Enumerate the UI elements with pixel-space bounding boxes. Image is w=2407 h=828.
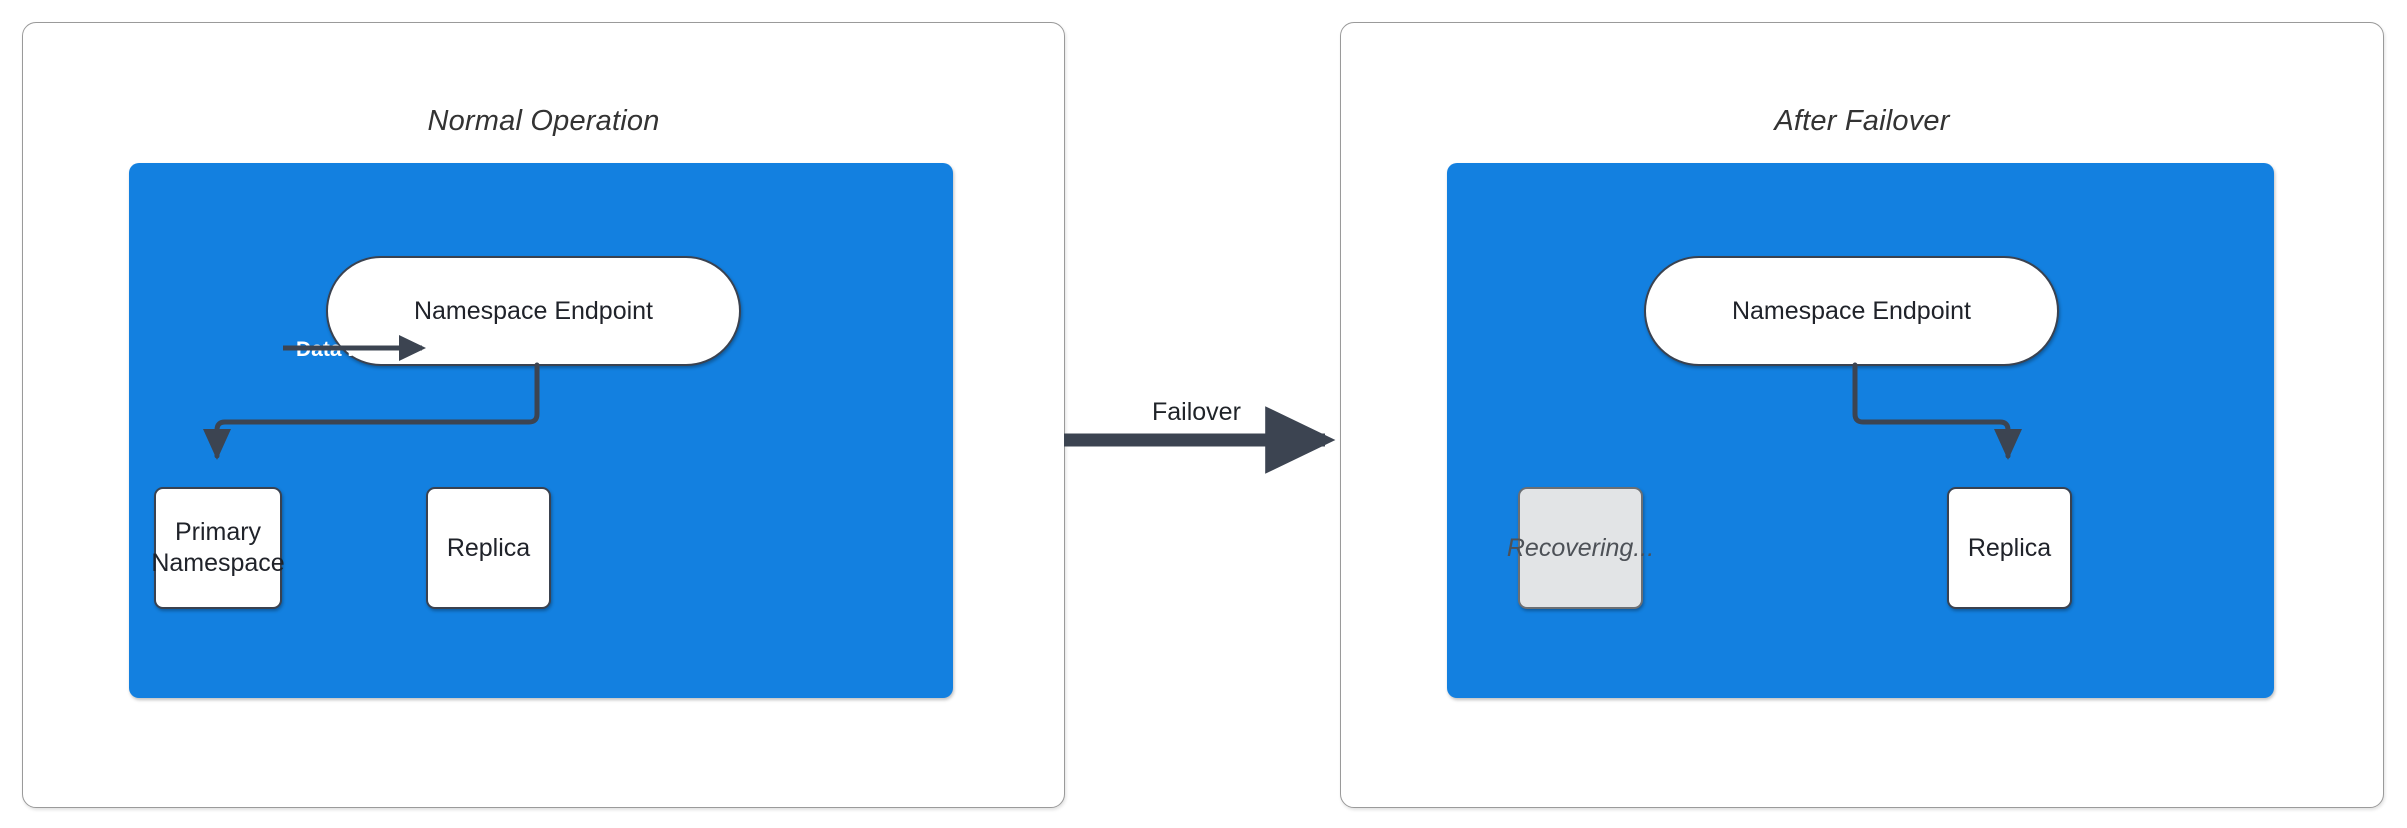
panel-normal-operation: Normal Operation Namespace Endpoint Prim…	[22, 22, 1065, 808]
edge-label-data-replication: Data Replication	[296, 338, 461, 361]
node-recovering[interactable]: Recovering...	[1507, 487, 1654, 609]
node-label: Replica	[1967, 533, 2052, 562]
blue-container-left	[129, 163, 953, 698]
node-namespace-endpoint-right[interactable]: Namespace Endpoint	[1644, 256, 2059, 366]
panel-title-normal-operation: Normal Operation	[427, 105, 660, 137]
panel-after-failover: After Failover Namespace Endpoint Recove…	[1340, 22, 2384, 808]
node-primary-namespace[interactable]: Primary Namespace	[151, 487, 285, 609]
node-label: Namespace Endpoint	[1731, 296, 1972, 325]
failover-label: Failover	[1152, 398, 1241, 426]
node-label: Replica	[446, 533, 531, 562]
node-replica-right[interactable]: Replica	[1947, 487, 2072, 609]
node-label: Recovering...	[1506, 533, 1655, 562]
blue-container-right	[1447, 163, 2274, 698]
node-replica-left[interactable]: Replica	[426, 487, 551, 609]
node-label: Primary Namespace	[151, 518, 285, 577]
panel-title-after-failover: After Failover	[1774, 105, 1950, 137]
node-label: Namespace Endpoint	[413, 296, 654, 325]
